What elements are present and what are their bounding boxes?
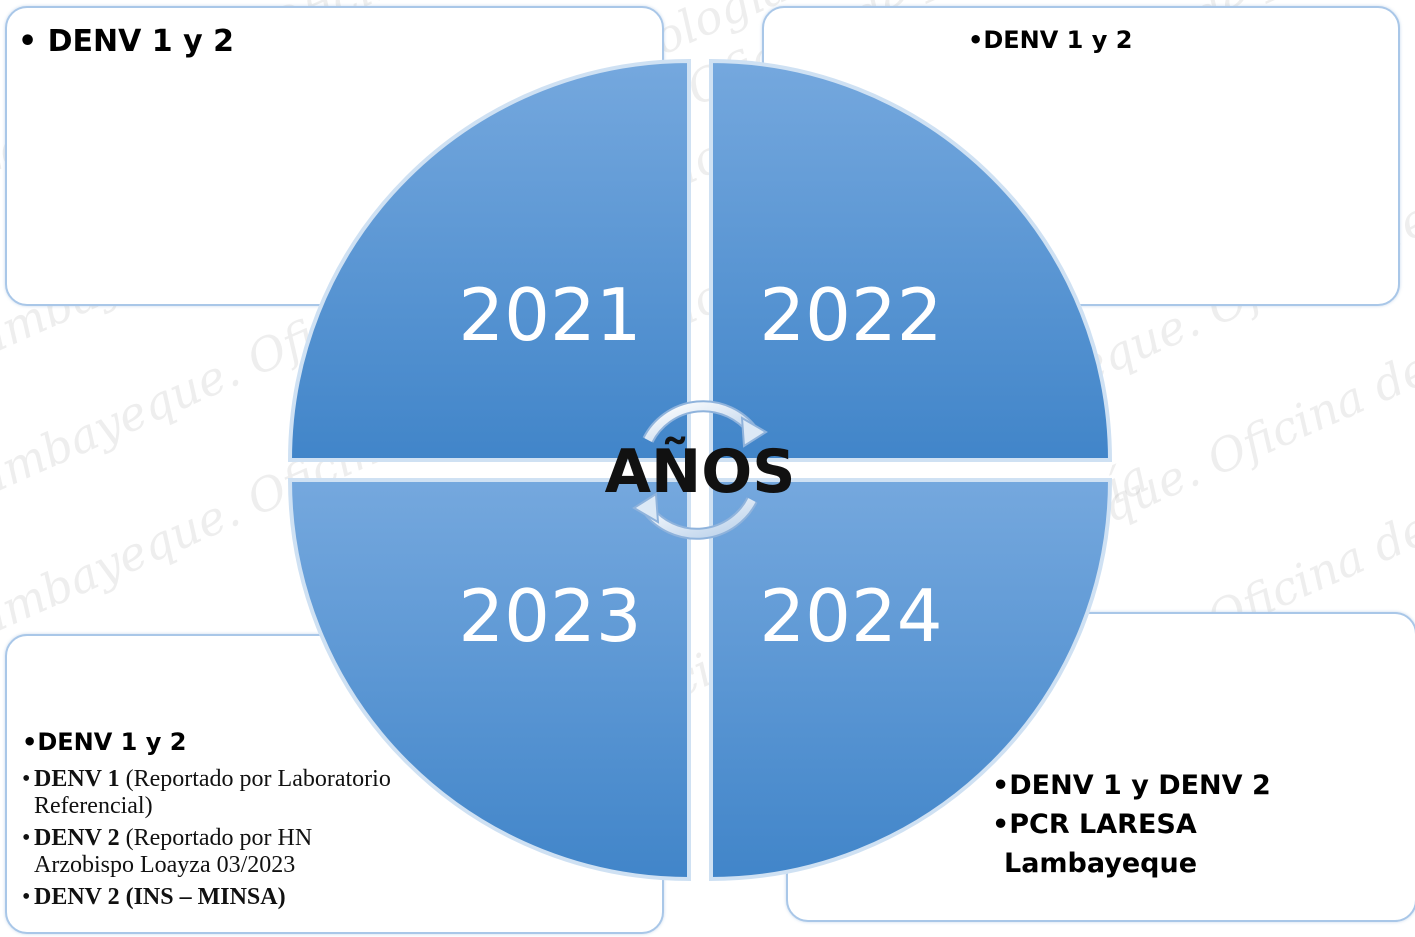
text-2024-line1: •DENV 1 y DENV 2 <box>992 770 1271 801</box>
text-2024-line3: Lambayeque <box>1004 848 1198 879</box>
text-2022: •DENV 1 y 2 <box>968 26 1133 54</box>
item-bold: DENV 1 <box>34 766 120 792</box>
cycle-arrows-icon <box>632 400 768 540</box>
text-2024-line2: •PCR LARESA <box>992 809 1197 840</box>
text-2021: • DENV 1 y 2 <box>18 24 234 59</box>
year-2024: 2024 <box>759 574 942 658</box>
item-bold: DENV 2 <box>34 825 120 851</box>
list-item: • DENV 2 (INS – MINSA) <box>22 884 286 910</box>
quadrant-2022 <box>709 58 1113 462</box>
item-rest: (Reportado por Laboratorio Referencial) <box>34 766 391 819</box>
quadrant-2023 <box>287 478 691 882</box>
list-2023: • DENV 1 (Reportado por Laboratorio Refe… <box>22 766 434 916</box>
year-2022: 2022 <box>759 273 942 357</box>
year-2021: 2021 <box>458 273 641 357</box>
text-2023-header: •DENV 1 y 2 <box>22 728 187 756</box>
quadrant-2021 <box>287 58 691 462</box>
item-bold: DENV 2 (INS – MINSA) <box>34 884 286 910</box>
quadrant-2024 <box>709 478 1113 882</box>
list-item: • DENV 2 (Reportado por HN Arzobispo Loa… <box>22 825 313 878</box>
item-rest: (Reportado por HN Arzobispo Loayza 03/20… <box>34 825 313 878</box>
center-label: AÑOS <box>605 435 796 507</box>
list-2024: •DENV 1 y DENV 2 •PCR LARESA Lambayeque <box>992 766 1271 883</box>
list-item: • DENV 1 (Reportado por Laboratorio Refe… <box>22 766 391 819</box>
year-2023: 2023 <box>458 574 641 658</box>
